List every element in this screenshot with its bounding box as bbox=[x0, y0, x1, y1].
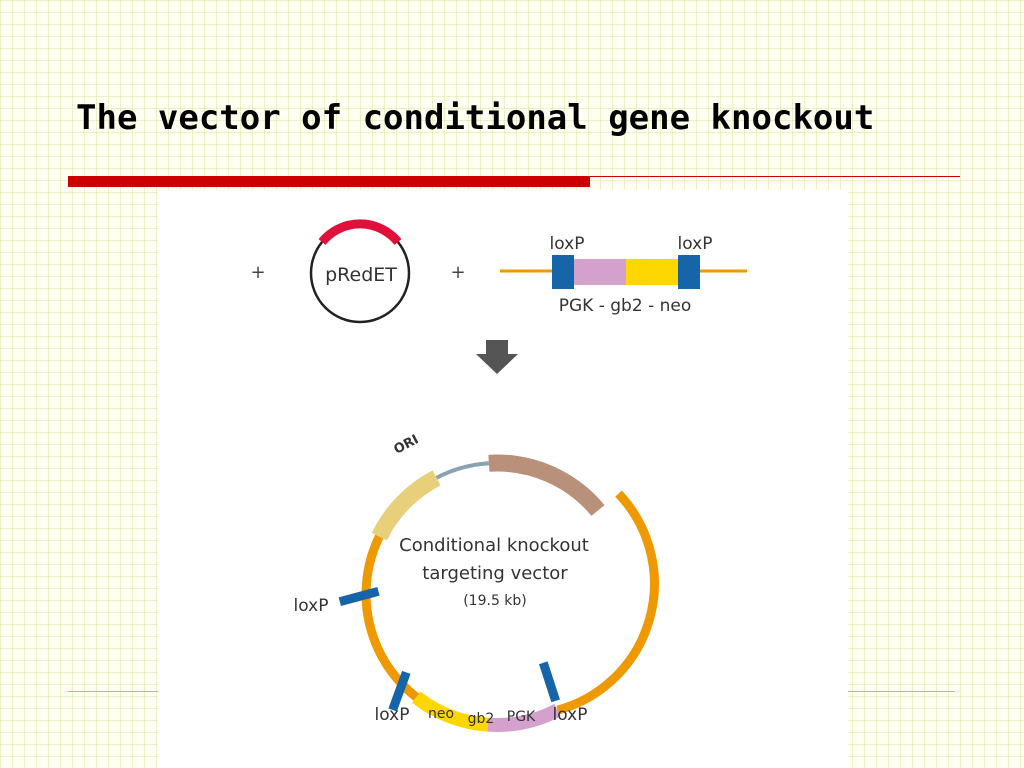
vector-size: (19.5 kb) bbox=[463, 593, 527, 609]
footer-rule-right bbox=[845, 691, 955, 692]
pgk-label: PGK bbox=[507, 709, 536, 725]
loxp-label-bottom-left: loxP bbox=[375, 705, 410, 725]
predet-label: pRedET bbox=[325, 264, 397, 286]
cassette-loxp-left bbox=[552, 255, 574, 289]
backbone-arc-right bbox=[556, 490, 659, 715]
loxp-label-bottom-right: loxP bbox=[553, 705, 588, 725]
loxp-marker-left bbox=[338, 586, 380, 607]
amp-label: amp bbox=[535, 416, 570, 441]
plus-sign-mid: + bbox=[450, 262, 465, 283]
ori-link-arc bbox=[435, 461, 490, 480]
loxp-marker-bottom-left bbox=[388, 670, 411, 712]
backbone-arc-left bbox=[361, 534, 420, 701]
vector-figure: + pRedET + loxP loxP PGK - gb2 - neo bbox=[158, 190, 848, 768]
footer-rule-left bbox=[68, 691, 158, 692]
cassette-caption: PGK - gb2 - neo bbox=[559, 296, 692, 316]
cassette-loxp-right bbox=[678, 255, 700, 289]
title-underline-thin bbox=[590, 176, 960, 177]
neo-label: neo bbox=[428, 706, 454, 722]
loxp-label-left: loxP bbox=[294, 596, 329, 616]
ori-segment bbox=[371, 470, 441, 541]
plus-sign-left: + bbox=[250, 262, 265, 283]
loxp-marker-bottom-right bbox=[539, 661, 560, 703]
amp-segment bbox=[488, 454, 605, 517]
cassette-gb2-neo bbox=[626, 259, 678, 285]
predet-red-arc bbox=[318, 219, 402, 245]
vector-title-line2: targeting vector bbox=[422, 563, 568, 584]
title-underline-thick bbox=[68, 176, 590, 187]
cassette-loxp-right-label: loxP bbox=[678, 234, 713, 254]
pgk-segment bbox=[487, 703, 561, 733]
neo-segment bbox=[411, 691, 489, 732]
cassette-loxp-left-label: loxP bbox=[550, 234, 585, 254]
down-arrow-icon bbox=[476, 340, 518, 374]
gb2-label: gb2 bbox=[468, 711, 495, 727]
cassette-pgk bbox=[574, 259, 626, 285]
ori-label: ORI bbox=[391, 432, 421, 457]
vector-diagram: + pRedET + loxP loxP PGK - gb2 - neo bbox=[250, 219, 747, 733]
slide-title: The vector of conditional gene knockout bbox=[76, 98, 875, 138]
vector-title-line1: Conditional knockout bbox=[399, 535, 589, 556]
predet-plasmid: pRedET bbox=[309, 219, 411, 324]
pgk-gb2-neo-cassette: loxP loxP PGK - gb2 - neo bbox=[500, 234, 747, 316]
targeting-vector-plasmid: ORI amp Conditional knockout targeting v… bbox=[294, 416, 659, 733]
